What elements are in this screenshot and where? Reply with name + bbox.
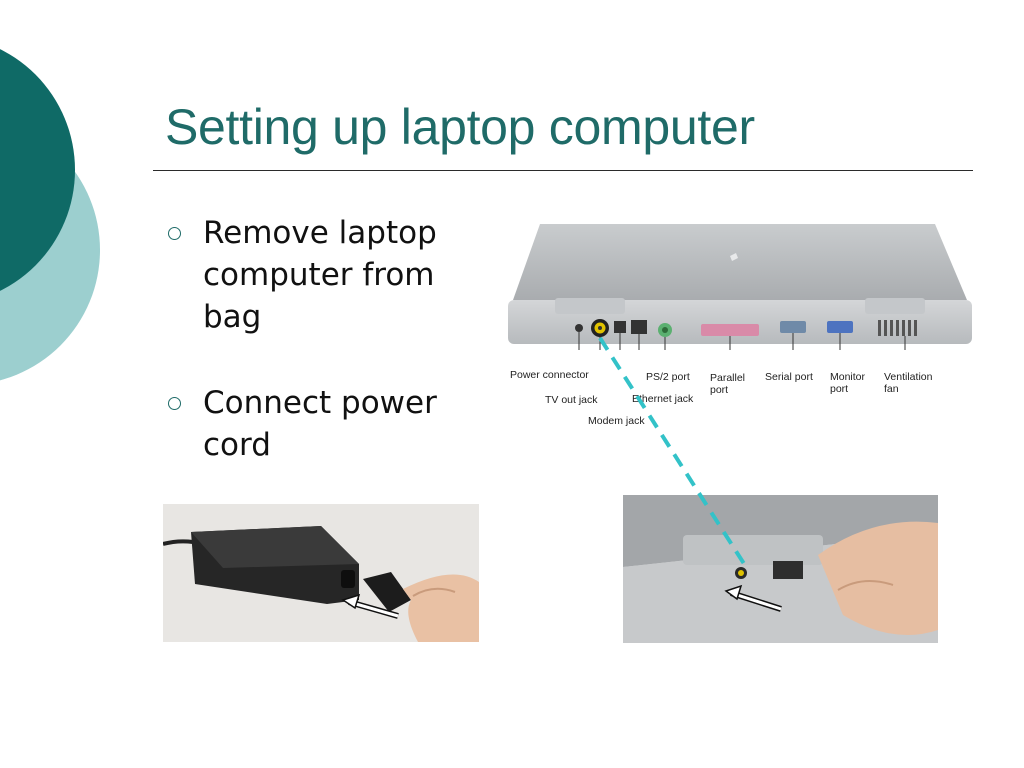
title-divider xyxy=(153,170,973,171)
bullet-list: Remove laptop computer from bag Connect … xyxy=(168,212,488,510)
monitor-port-label-line1: Monitor xyxy=(830,371,866,383)
bullet-item: Remove laptop computer from bag xyxy=(168,212,488,338)
bullet-circle-icon xyxy=(168,397,181,410)
laptop-rear-ports-photo xyxy=(505,220,975,350)
ethernet-jack-label: Ethernet jack xyxy=(632,393,694,405)
laptop-power-plug-photo xyxy=(623,495,938,643)
bullet-text: Connect power cord xyxy=(203,385,437,463)
serial-port-label: Serial port xyxy=(765,371,813,383)
decorative-circles xyxy=(0,49,100,381)
ventilation-fan-label-line1: Ventilation xyxy=(884,371,933,383)
power-connector-label: Power connector xyxy=(510,369,589,381)
modem-jack-label: Modem jack xyxy=(588,415,645,427)
bullet-text: Remove laptop computer from bag xyxy=(203,215,437,335)
ps2-port-label: PS/2 port xyxy=(646,371,690,383)
parallel-port-label-line2: port xyxy=(710,384,729,396)
power-adapter-photo xyxy=(163,504,479,642)
bullet-item: Connect power cord xyxy=(168,382,488,466)
tv-out-jack-label: TV out jack xyxy=(545,394,598,406)
bullet-circle-icon xyxy=(168,227,181,240)
dark-teal-circle xyxy=(0,49,75,291)
slide-title: Setting up laptop computer xyxy=(165,99,755,155)
ventilation-fan-label-line2: fan xyxy=(884,383,899,395)
monitor-port-label-line2: port xyxy=(830,383,849,395)
parallel-port-label-line1: Parallel xyxy=(710,372,746,384)
